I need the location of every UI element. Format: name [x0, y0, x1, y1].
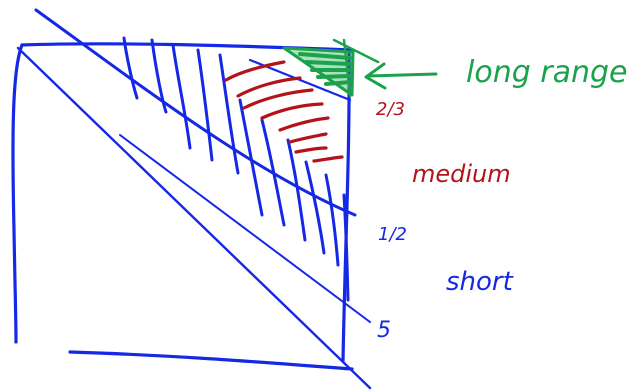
arrow-icon: [364, 62, 438, 90]
blue-hatching: [122, 36, 350, 302]
matrix-left-edge: [11, 43, 24, 344]
label-long-range: long range: [466, 55, 628, 90]
label-one-half: 1/2: [378, 224, 407, 245]
green-long-range-region: [282, 38, 380, 98]
matrix-bottom-edge: [68, 350, 354, 371]
red-hatching: [224, 60, 344, 163]
label-short: short: [446, 267, 514, 297]
label-medium: medium: [412, 160, 511, 188]
label-two-thirds: 2/3: [376, 99, 405, 120]
label-five: 5: [377, 318, 391, 343]
diagonal-band-5-line: [119, 134, 371, 323]
diagonal-outer-line: [16, 46, 372, 390]
